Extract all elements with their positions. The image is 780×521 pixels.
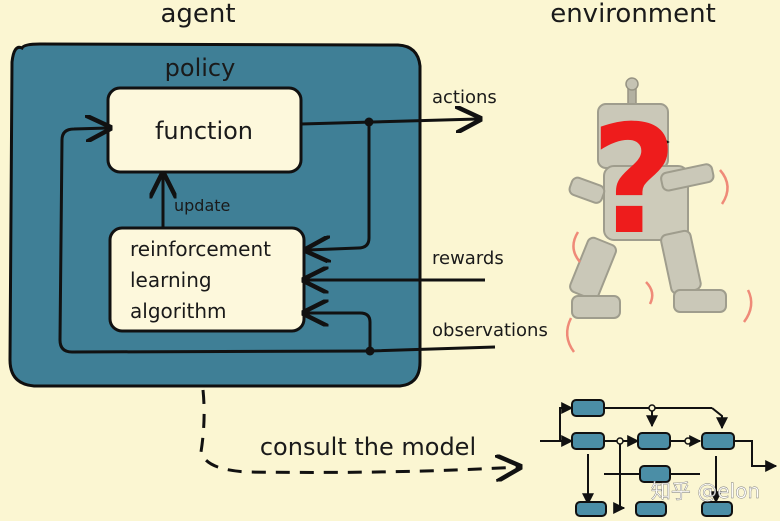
action-feedback-arrow [308,122,371,250]
function-label: function [155,117,253,145]
policy-label: policy [165,54,236,82]
rewards-label: rewards [432,248,504,269]
observations-label: observations [432,320,548,341]
environment-heading: environment [550,0,716,29]
actions-arrow [300,119,478,124]
actions-label: actions [432,87,497,108]
agent-heading: agent [160,0,235,29]
observations-to-function-arrow [58,128,371,354]
model-diagram [540,402,778,514]
update-label: update [174,196,230,215]
watermark: 知乎 @elon [651,479,760,503]
question-mark: ? [590,94,677,268]
rl-line-3: algorithm [130,299,227,323]
motion-marks [565,169,753,353]
consult-model-label: consult the model [260,433,476,461]
rl-line-2: learning [130,268,212,292]
model-nodes [571,399,735,517]
rl-line-1: reinforcement [130,237,271,261]
model-junctions [616,404,692,445]
robot-icon [568,77,727,319]
observations-arrow [306,313,496,353]
